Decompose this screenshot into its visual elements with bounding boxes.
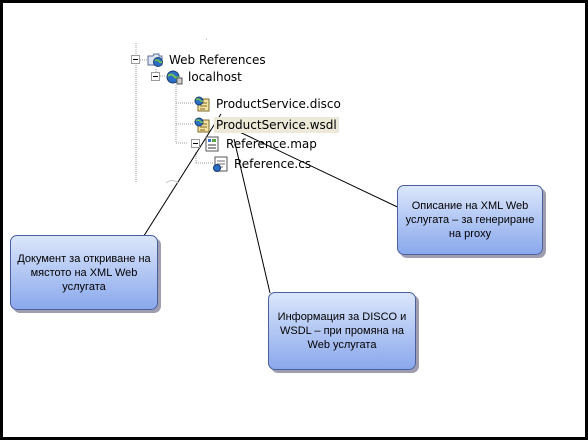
tree-item-reference-cs[interactable]: Reference.cs xyxy=(212,155,313,173)
collapse-localhost[interactable] xyxy=(151,72,160,81)
localhost-label: localhost xyxy=(188,70,242,84)
disco-file-icon xyxy=(194,96,211,112)
tree-item-wsdl[interactable]: ProductService.wsdl xyxy=(194,116,339,134)
callout-disco-text: Документ за откриване на мястото на XML … xyxy=(17,252,151,293)
callout-disco-document: Документ за откриване на мястото на XML … xyxy=(10,235,158,310)
web-references-label: Web References xyxy=(169,53,266,67)
callout-wsdl-description: Описание на XML Web услугата – за генери… xyxy=(397,185,543,255)
tree-item-web-references[interactable]: Web References xyxy=(147,51,268,69)
tree-guides xyxy=(135,38,213,183)
disco-label: ProductService.disco xyxy=(216,97,341,111)
pointer-wsdl xyxy=(228,126,409,213)
collapse-web-references[interactable] xyxy=(131,55,140,64)
pointer-map xyxy=(233,138,271,294)
reference-map-label: Reference.map xyxy=(226,137,317,151)
tree-item-reference-map[interactable]: Reference.map xyxy=(204,135,319,153)
csharp-file-icon xyxy=(212,156,229,172)
tree-item-disco[interactable]: ProductService.disco xyxy=(194,95,343,113)
reference-cs-label: Reference.cs xyxy=(234,157,312,171)
web-server-globe-icon xyxy=(166,69,183,85)
folder-globe-icon xyxy=(147,52,164,68)
slide: Web References localhost ProductService.… xyxy=(3,3,585,437)
collapse-reference-map[interactable] xyxy=(191,139,200,148)
callout-map-text: Информация за DISCO и WSDL – при промяна… xyxy=(277,311,407,351)
tree-fragment xyxy=(165,180,179,184)
map-file-icon xyxy=(204,136,221,152)
callout-map-info: Информация за DISCO и WSDL – при промяна… xyxy=(268,292,416,370)
callout-wsdl-text: Описание на XML Web услугата – за генери… xyxy=(405,200,535,240)
tree-item-localhost[interactable]: localhost xyxy=(166,68,244,86)
wsdl-file-icon xyxy=(194,117,211,133)
wsdl-label: ProductService.wsdl xyxy=(214,117,339,133)
